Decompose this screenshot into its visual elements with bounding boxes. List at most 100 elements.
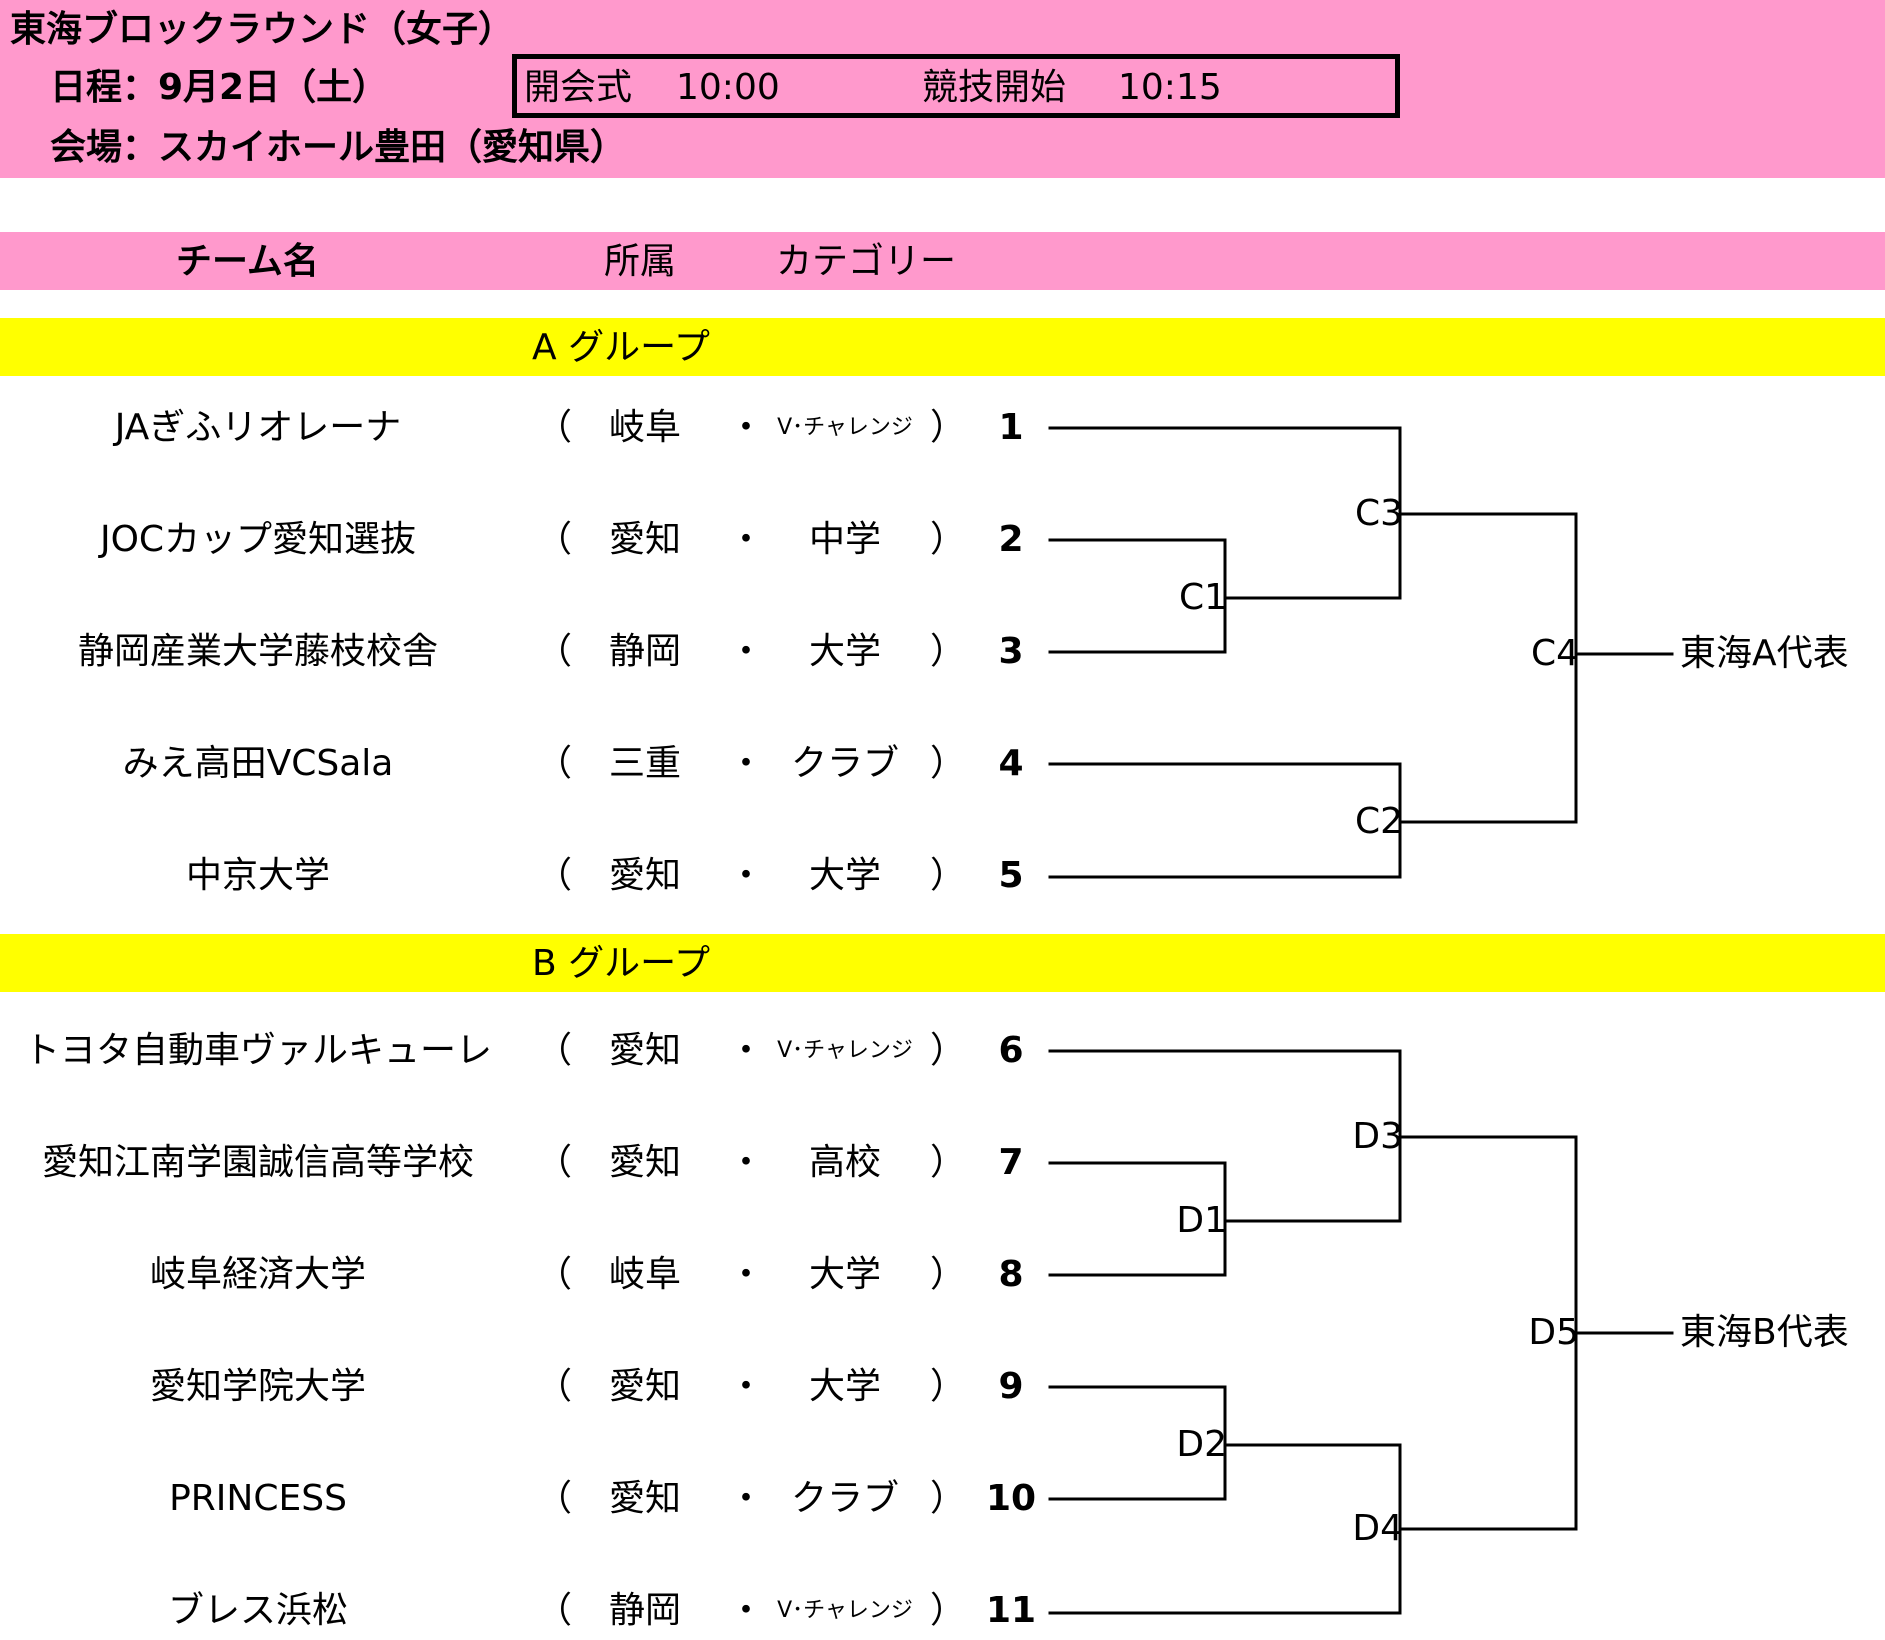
match-label-d5: D5 (1528, 1312, 1579, 1353)
header-band (0, 0, 1885, 178)
team-number: 7 (998, 1142, 1024, 1183)
group-a-representative: 東海A代表 (1680, 633, 1849, 674)
match-label-d3: D3 (1352, 1116, 1403, 1157)
match-label-d2: D2 (1176, 1424, 1227, 1465)
team-number: 2 (998, 519, 1024, 560)
team-number: 3 (998, 631, 1024, 672)
open-paren: （ (536, 743, 573, 784)
match-label-c3: C3 (1354, 493, 1403, 534)
team-name: PRINCESS (169, 1478, 347, 1519)
column-team: チーム名 (176, 241, 319, 282)
group-b-title: B グループ (532, 943, 710, 984)
team-name: みえ高田VCSala (122, 743, 394, 784)
open-paren: （ (536, 631, 573, 672)
close-paren: ） (930, 1478, 967, 1519)
team-category: V･チャレンジ (777, 415, 913, 440)
team-number: 10 (985, 1478, 1037, 1519)
opening-label: 開会式 (524, 67, 633, 108)
team-category: クラブ (790, 1478, 899, 1519)
open-paren: （ (536, 519, 573, 560)
column-affiliation: 所属 (604, 241, 677, 282)
team-prefecture: 愛知 (608, 519, 681, 560)
separator-dot: ・ (728, 1590, 765, 1631)
team-category: 大学 (808, 1366, 881, 1407)
match-label-d1: D1 (1176, 1200, 1227, 1241)
separator-dot: ・ (728, 519, 765, 560)
team-name: トヨタ自動車ヴァルキューレ (23, 1030, 492, 1071)
team-number: 8 (998, 1254, 1024, 1295)
team-prefecture: 愛知 (608, 1142, 681, 1183)
team-category: 大学 (808, 631, 881, 672)
separator-dot: ・ (728, 855, 765, 896)
open-paren: （ (536, 1142, 573, 1183)
team-prefecture: 静岡 (608, 631, 681, 672)
page-title: 東海ブロックラウンド（女子） (10, 9, 515, 50)
start-label: 競技開始 (922, 67, 1067, 108)
team-name: 中京大学 (185, 855, 330, 896)
team-prefecture: 静岡 (608, 1590, 681, 1631)
separator-dot: ・ (728, 1030, 765, 1071)
team-prefecture: 岐阜 (608, 1254, 681, 1295)
separator-dot: ・ (728, 1478, 765, 1519)
open-paren: （ (536, 1254, 573, 1295)
team-category: V･チャレンジ (777, 1038, 913, 1063)
team-category: クラブ (790, 743, 899, 784)
team-number: 9 (998, 1366, 1024, 1407)
close-paren: ） (930, 1142, 967, 1183)
venue-line: 会場：スカイホール豊田（愛知県） (50, 127, 627, 168)
group-b-band (0, 934, 1885, 992)
match-label-c4: C4 (1530, 633, 1579, 674)
team-name: 愛知学院大学 (149, 1366, 366, 1407)
team-prefecture: 岐阜 (608, 407, 681, 448)
close-paren: ） (930, 1366, 967, 1407)
team-number: 5 (998, 855, 1024, 896)
team-category: 大学 (808, 1254, 881, 1295)
team-category: 中学 (808, 519, 881, 560)
group-a-band (0, 318, 1885, 376)
open-paren: （ (536, 1478, 573, 1519)
close-paren: ） (930, 855, 967, 896)
open-paren: （ (536, 855, 573, 896)
separator-dot: ・ (728, 1142, 765, 1183)
separator-dot: ・ (728, 1254, 765, 1295)
close-paren: ） (930, 1254, 967, 1295)
team-name: JOCカップ愛知選抜 (99, 519, 417, 560)
column-header-band (0, 232, 1885, 290)
separator-dot: ・ (728, 631, 765, 672)
team-number: 1 (998, 407, 1024, 448)
match-label-c1: C1 (1178, 577, 1227, 618)
open-paren: （ (536, 1366, 573, 1407)
open-paren: （ (536, 407, 573, 448)
team-prefecture: 愛知 (608, 855, 681, 896)
team-category: 高校 (808, 1142, 881, 1183)
team-name: JAぎふリオレーナ (114, 407, 402, 448)
team-prefecture: 愛知 (608, 1030, 681, 1071)
group-b-representative: 東海B代表 (1680, 1312, 1849, 1353)
close-paren: ） (930, 1030, 967, 1071)
team-prefecture: 愛知 (608, 1366, 681, 1407)
close-paren: ） (930, 519, 967, 560)
match-label-d4: D4 (1352, 1508, 1403, 1549)
team-category: 大学 (808, 855, 881, 896)
open-paren: （ (536, 1030, 573, 1071)
team-name: 愛知江南学園誠信高等学校 (41, 1142, 474, 1183)
date-line: 日程：9月2日（土） (50, 67, 389, 108)
separator-dot: ・ (728, 743, 765, 784)
team-name: 岐阜経済大学 (149, 1254, 366, 1295)
team-number: 6 (998, 1030, 1024, 1071)
close-paren: ） (930, 1590, 967, 1631)
start-time: 10:15 (1118, 67, 1222, 108)
separator-dot: ・ (728, 407, 765, 448)
close-paren: ） (930, 407, 967, 448)
team-prefecture: 愛知 (608, 1478, 681, 1519)
team-name: ブレス浜松 (167, 1590, 348, 1631)
open-paren: （ (536, 1590, 573, 1631)
team-number: 11 (985, 1590, 1037, 1631)
team-number: 4 (998, 743, 1024, 784)
team-name: 静岡産業大学藤枝校舎 (77, 631, 438, 672)
team-prefecture: 三重 (608, 743, 681, 784)
team-category: V･チャレンジ (777, 1598, 913, 1623)
close-paren: ） (930, 631, 967, 672)
separator-dot: ・ (728, 1366, 765, 1407)
